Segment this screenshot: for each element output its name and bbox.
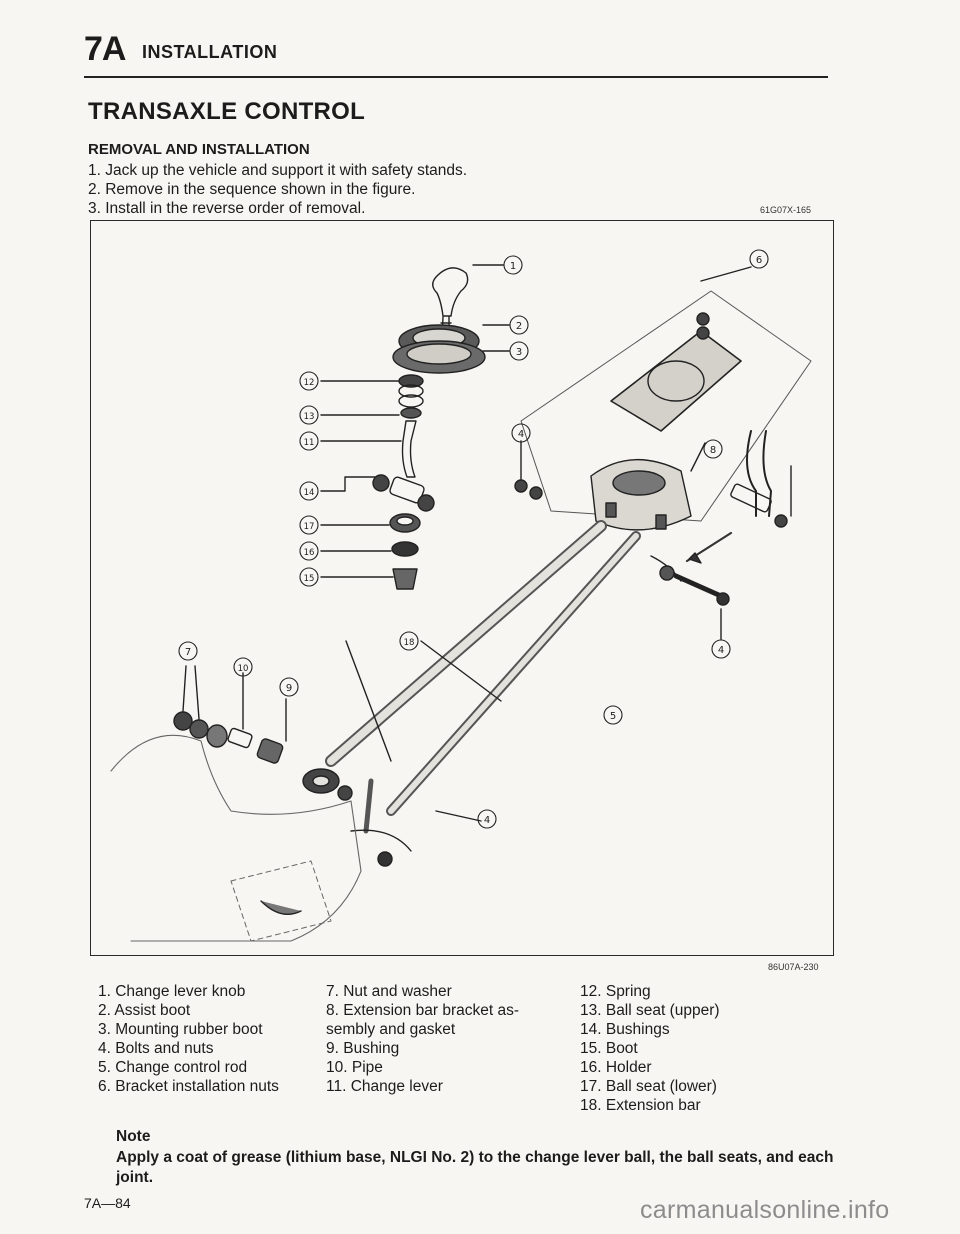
legend-item: 2. Assist boot bbox=[98, 1002, 191, 1019]
callout-16 bbox=[299, 541, 319, 561]
section-header: 7A INSTALLATION bbox=[84, 30, 828, 78]
legend-item: 16. Holder bbox=[580, 1059, 652, 1076]
note-text: Apply a coat of grease (lithium base, NL… bbox=[116, 1149, 834, 1186]
callout-label: 9 bbox=[286, 683, 292, 694]
legend-item: 9. Bushing bbox=[326, 1040, 400, 1057]
legend-item: 8. Extension bar bracket as- bbox=[326, 1002, 519, 1019]
callout-label: 6 bbox=[756, 255, 762, 266]
callout-4c bbox=[477, 809, 497, 829]
callout-4b bbox=[711, 639, 731, 659]
page-title: TRANSAXLE CONTROL bbox=[88, 98, 366, 125]
step-item: 1. Jack up the vehicle and support it wi… bbox=[88, 162, 468, 179]
callout-18 bbox=[399, 631, 419, 651]
legend-item: 12. Spring bbox=[580, 983, 651, 1000]
legend-item: 7. Nut and washer bbox=[326, 983, 452, 1000]
page-number: 7A—84 bbox=[84, 1195, 131, 1211]
callout-11 bbox=[299, 431, 319, 451]
legend-item: 14. Bushings bbox=[580, 1021, 670, 1038]
legend-item: 6. Bracket installation nuts bbox=[98, 1078, 279, 1095]
change-lever-shape bbox=[401, 420, 417, 478]
parts-legend-column-2: 7. Nut and washer 8. Extension bar brack… bbox=[326, 982, 566, 1096]
legend-item: 1. Change lever knob bbox=[98, 983, 246, 1000]
parts-legend-column-1: 1. Change lever knob 2. Assist boot 3. M… bbox=[98, 982, 279, 1096]
figure-code-top: 61G07X-165 bbox=[760, 205, 812, 215]
callout-label: 18 bbox=[404, 638, 415, 648]
callout-label: 3 bbox=[516, 347, 522, 358]
callout-15 bbox=[299, 567, 319, 587]
legend-item: 11. Change lever bbox=[326, 1078, 443, 1095]
callout-label: 13 bbox=[304, 412, 315, 422]
step-item: 2. Remove in the sequence shown in the f… bbox=[88, 181, 416, 198]
procedure-steps: 1. Jack up the vehicle and support it wi… bbox=[88, 161, 467, 218]
callout-4a bbox=[511, 423, 531, 443]
procedure-heading: REMOVAL AND INSTALLATION bbox=[88, 141, 310, 158]
callout-17 bbox=[299, 515, 319, 535]
callout-7 bbox=[178, 641, 198, 661]
transaxle-control-diagram: 1 2 3 4 4 4 5 6 7 8 9 10 11 12 13 14 15 … bbox=[110, 249, 812, 942]
callout-label: 10 bbox=[238, 664, 249, 674]
step-item: 3. Install in the reverse order of remov… bbox=[88, 200, 366, 217]
legend-item: 10. Pipe bbox=[326, 1059, 383, 1076]
callout-3 bbox=[509, 341, 529, 361]
callout-label: 14 bbox=[304, 488, 315, 498]
callout-label: 8 bbox=[710, 445, 716, 456]
parts-legend-column-3: 12. Spring 13. Ball seat (upper) 14. Bus… bbox=[580, 982, 720, 1115]
callout-14 bbox=[299, 481, 319, 501]
callout-13 bbox=[299, 405, 319, 425]
callout-8 bbox=[703, 439, 723, 459]
callout-12 bbox=[299, 371, 319, 391]
callout-6 bbox=[749, 249, 769, 269]
callout-label: 5 bbox=[610, 711, 616, 722]
callout-9 bbox=[279, 677, 299, 697]
change-lever-knob-shape bbox=[432, 267, 469, 317]
legend-item: 17. Ball seat (lower) bbox=[580, 1078, 717, 1095]
callout-label: 4 bbox=[518, 429, 524, 440]
section-number: 7A bbox=[84, 30, 126, 68]
watermark: carmanualsonline.info bbox=[640, 1196, 890, 1224]
note-heading: Note bbox=[116, 1128, 151, 1145]
callout-5 bbox=[603, 705, 623, 725]
callout-label: 4 bbox=[484, 815, 490, 826]
callout-label: 16 bbox=[304, 548, 315, 558]
legend-item: 3. Mounting rubber boot bbox=[98, 1021, 263, 1038]
callout-label: 7 bbox=[185, 647, 191, 658]
callout-label: 17 bbox=[304, 522, 315, 532]
callout-label: 12 bbox=[304, 378, 315, 388]
section-title: INSTALLATION bbox=[142, 42, 278, 62]
extension-bar-bracket-shape bbox=[610, 330, 742, 432]
callout-10 bbox=[233, 657, 253, 677]
callout-label: 4 bbox=[718, 645, 724, 656]
figure-code-bottom: 86U07A-230 bbox=[768, 962, 819, 972]
legend-item: 13. Ball seat (upper) bbox=[580, 1002, 720, 1019]
callout-1 bbox=[503, 255, 523, 275]
callout-label: 11 bbox=[304, 438, 315, 448]
legend-item: 18. Extension bar bbox=[580, 1097, 701, 1114]
exploded-view-figure: 1 2 3 4 4 4 5 6 7 8 9 10 11 12 13 14 15 … bbox=[90, 220, 834, 956]
legend-item: 5. Change control rod bbox=[98, 1059, 248, 1076]
legend-item: 4. Bolts and nuts bbox=[98, 1040, 214, 1057]
callout-label: 1 bbox=[510, 261, 516, 272]
legend-item: 15. Boot bbox=[580, 1040, 638, 1057]
callout-2 bbox=[509, 315, 529, 335]
callout-label: 15 bbox=[304, 574, 315, 584]
callout-label: 2 bbox=[516, 321, 522, 332]
legend-item-continuation: sembly and gasket bbox=[326, 1021, 456, 1038]
